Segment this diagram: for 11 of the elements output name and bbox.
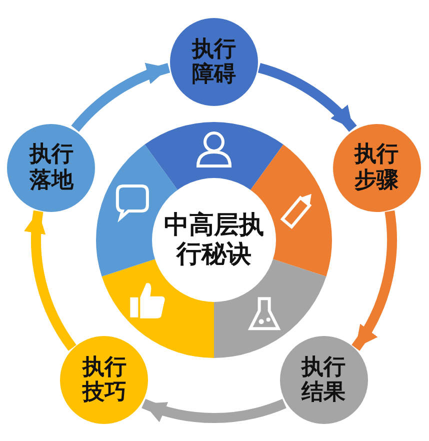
circle-label: 执行落地 xyxy=(28,142,75,193)
circle-label: 执行结果 xyxy=(300,354,347,406)
arrow xyxy=(351,210,397,351)
arrow xyxy=(71,63,170,132)
circle-label: 执行障碍 xyxy=(190,36,237,88)
arrow xyxy=(142,398,286,423)
arrow xyxy=(25,210,77,351)
circle-label: 执行技巧 xyxy=(81,354,128,406)
circle-label: 中高层执行秘诀 xyxy=(163,211,265,269)
circle-label: 执行步骤 xyxy=(353,142,400,193)
arrow xyxy=(258,63,357,132)
